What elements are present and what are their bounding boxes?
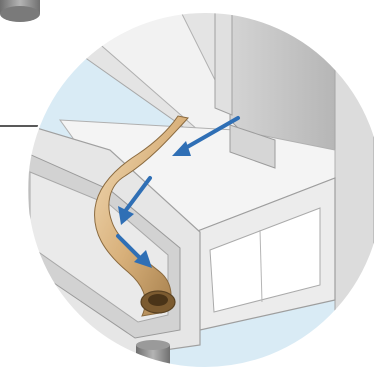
right-frame-post: [335, 40, 374, 371]
drain-cap-detail: [0, 0, 40, 22]
